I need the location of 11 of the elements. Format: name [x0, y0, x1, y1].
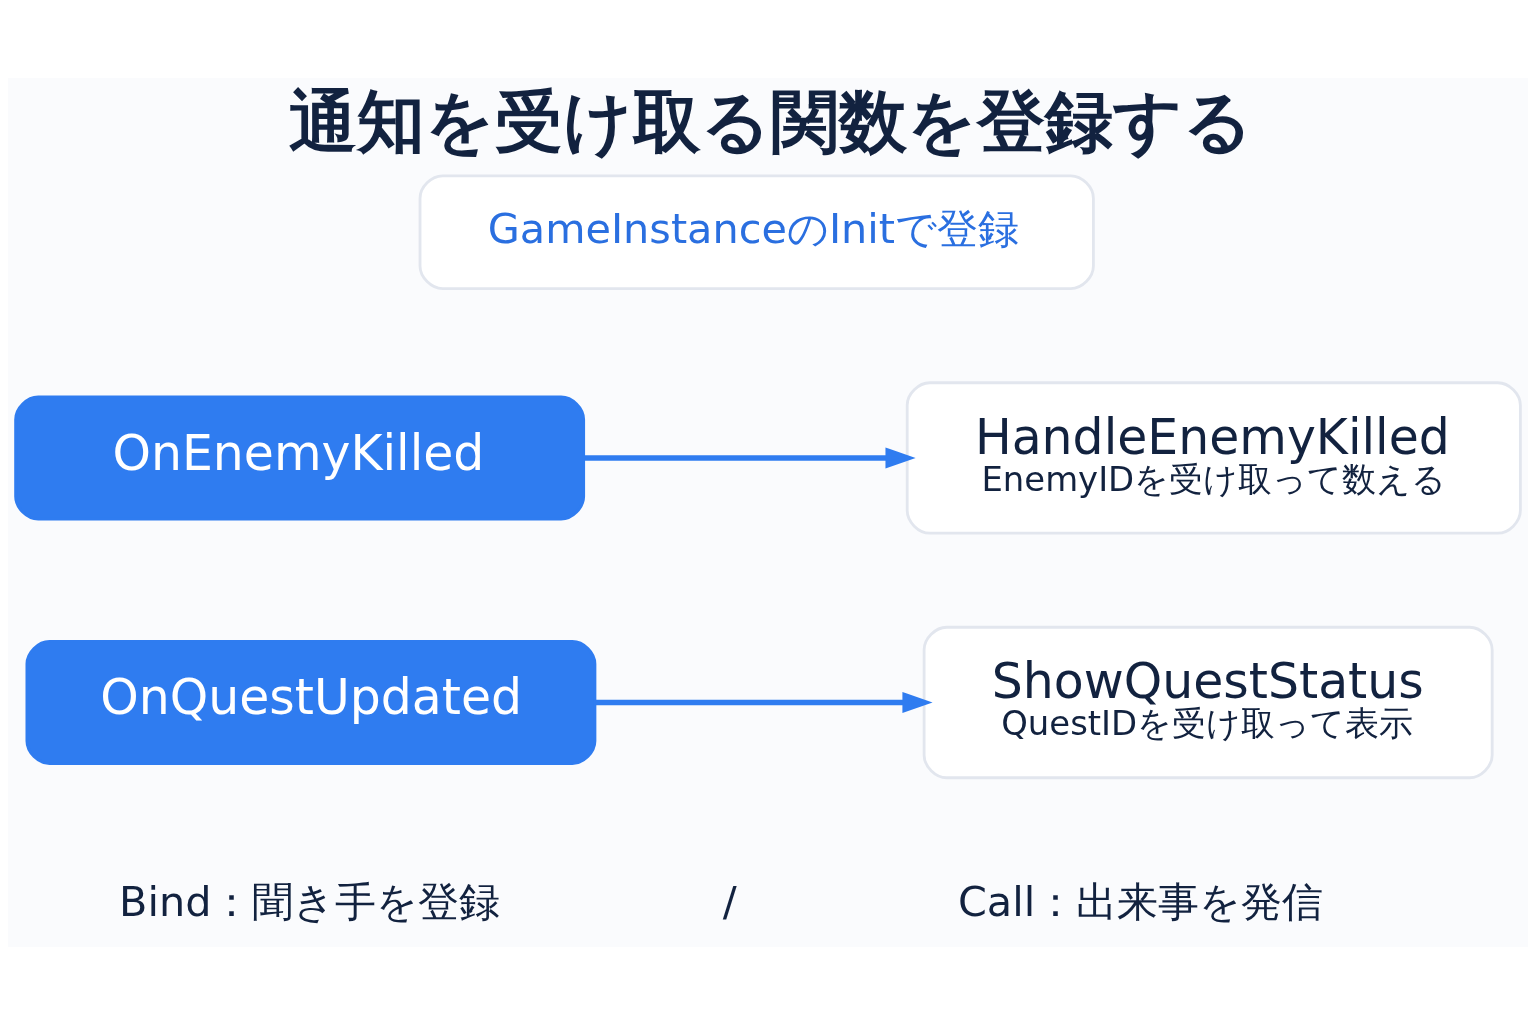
- node-box: HandleEnemyKilled EnemyIDを受け取って数える: [905, 380, 1522, 535]
- node-box: OnQuestUpdated: [25, 639, 597, 765]
- label: Call：出来事を発信: [957, 877, 1324, 926]
- arrow: [584, 446, 916, 468]
- label: /: [722, 877, 737, 926]
- node-box: OnEnemyKilled: [14, 394, 586, 520]
- node-box: ShowQuestStatus QuestIDを受け取って表示: [922, 625, 1494, 779]
- node-box: GameInstanceのInitで登録: [418, 173, 1095, 290]
- arrow: [595, 691, 933, 713]
- diagram-title: 通知を受け取る関数を登録する: [289, 81, 1254, 161]
- label: Bind：聞き手を登録: [119, 877, 501, 926]
